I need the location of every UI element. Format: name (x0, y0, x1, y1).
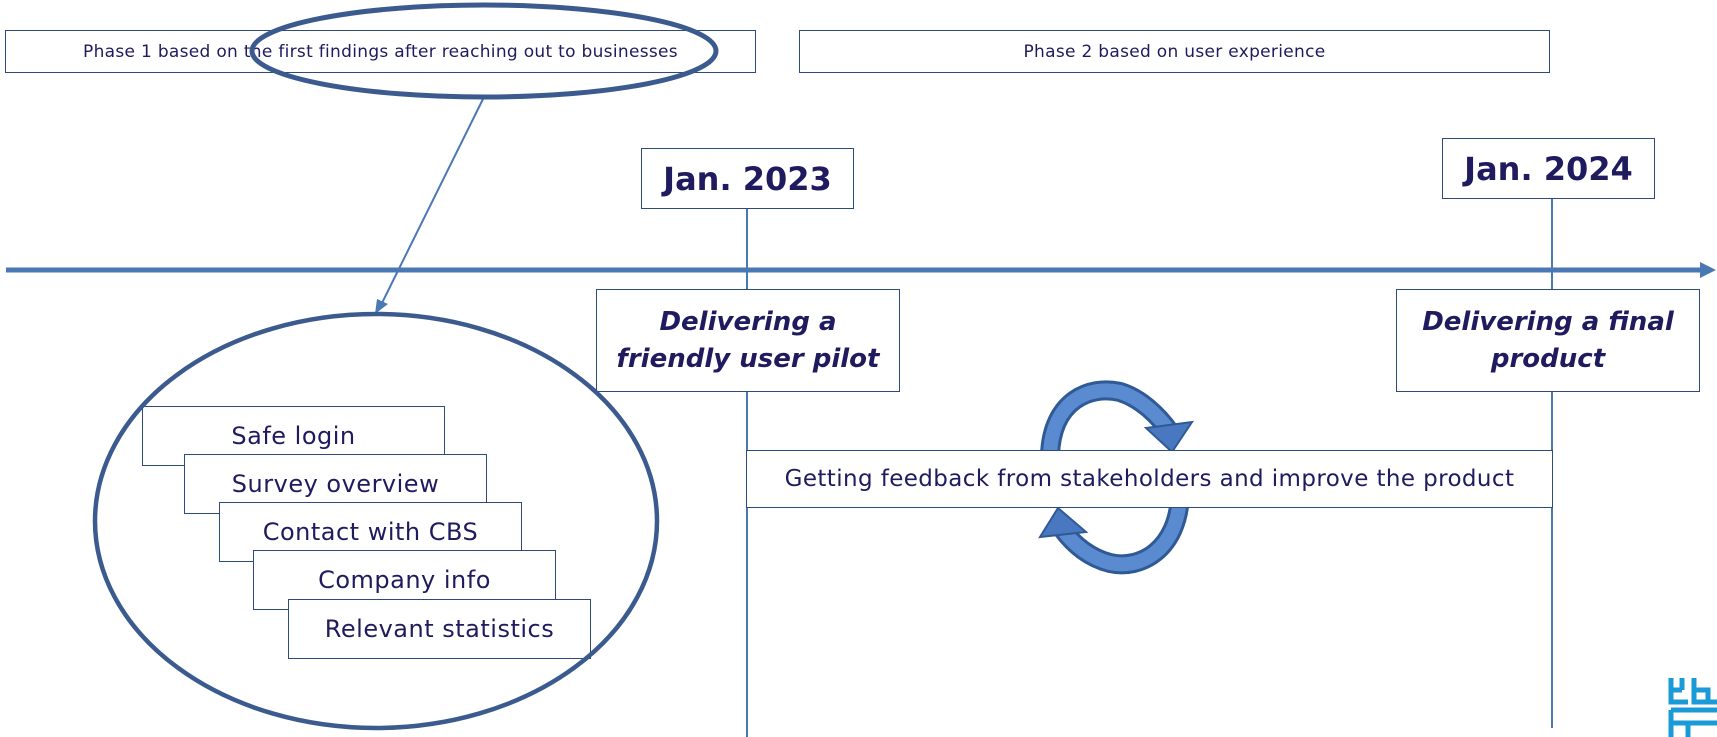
feature-label: Survey overview (231, 470, 440, 498)
feature-label: Company info (318, 566, 491, 594)
feedback-box: Getting feedback from stakeholders and i… (746, 450, 1553, 508)
date-label-2024: Jan. 2024 (1464, 149, 1633, 188)
milestone-final-line2: product (1490, 343, 1606, 374)
milestone-final-box: Delivering a final product (1396, 289, 1700, 392)
phase-2-box: Phase 2 based on user experience (799, 30, 1550, 73)
date-box-2023: Jan. 2023 (641, 148, 854, 209)
timeline-arrowhead (1700, 262, 1716, 278)
date-box-2024: Jan. 2024 (1442, 138, 1655, 199)
feature-label: Safe login (231, 422, 356, 450)
refresh-cycle-icon (1038, 380, 1195, 575)
callout-connector (380, 96, 485, 306)
milestone-final-line1: Delivering a final (1422, 306, 1674, 337)
feature-label: Contact with CBS (262, 518, 479, 546)
milestone-pilot-line2: friendly user pilot (616, 343, 880, 374)
feedback-label: Getting feedback from stakeholders and i… (784, 466, 1515, 492)
date-label-2023: Jan. 2023 (663, 159, 832, 198)
cbs-logo-icon (1668, 678, 1717, 737)
callout-arrowhead (375, 299, 388, 314)
milestone-pilot-line1: Delivering a (659, 306, 837, 337)
feature-relevant-statistics: Relevant statistics (288, 599, 591, 659)
feature-label: Relevant statistics (324, 615, 555, 643)
phase-2-label: Phase 2 based on user experience (1023, 41, 1326, 62)
